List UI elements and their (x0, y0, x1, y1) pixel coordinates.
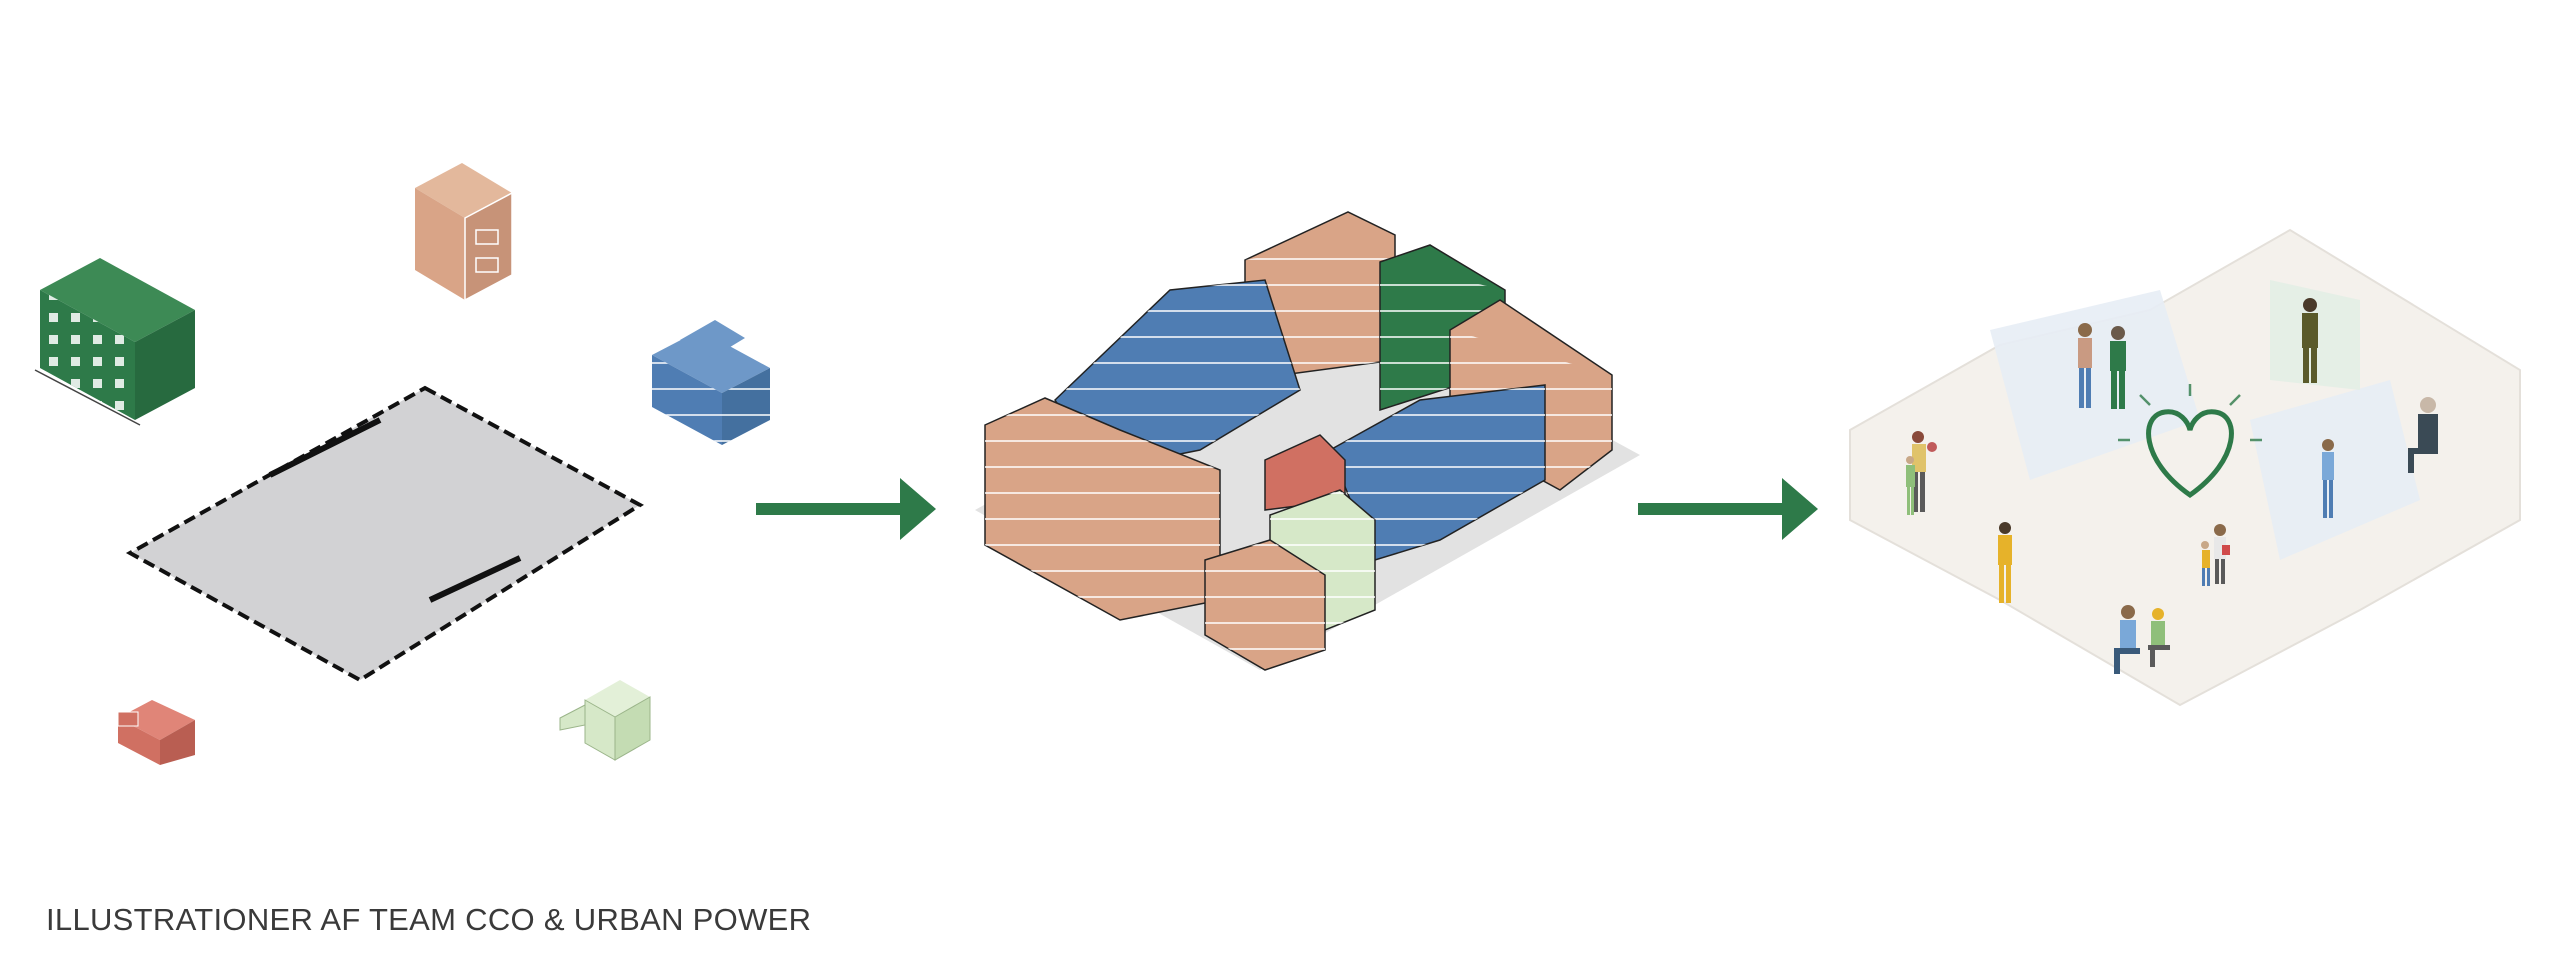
caption-credit: ILLUSTRATIONER AF TEAM CCO & URBAN POWER (46, 902, 812, 937)
site-plot (125, 385, 644, 683)
blue-building (652, 320, 770, 445)
panel-community (1849, 228, 2521, 707)
heart-icon (2146, 409, 2234, 499)
terracotta-building (415, 163, 513, 302)
light-green-building (559, 680, 651, 761)
green-building (34, 258, 195, 426)
red-building (117, 700, 195, 765)
panel-site-components (34, 163, 770, 765)
arrow-right-icon (756, 478, 936, 540)
arrow-right-icon (1638, 478, 1818, 540)
panel-combined-block (975, 211, 1640, 671)
people-figures (1906, 298, 2438, 674)
